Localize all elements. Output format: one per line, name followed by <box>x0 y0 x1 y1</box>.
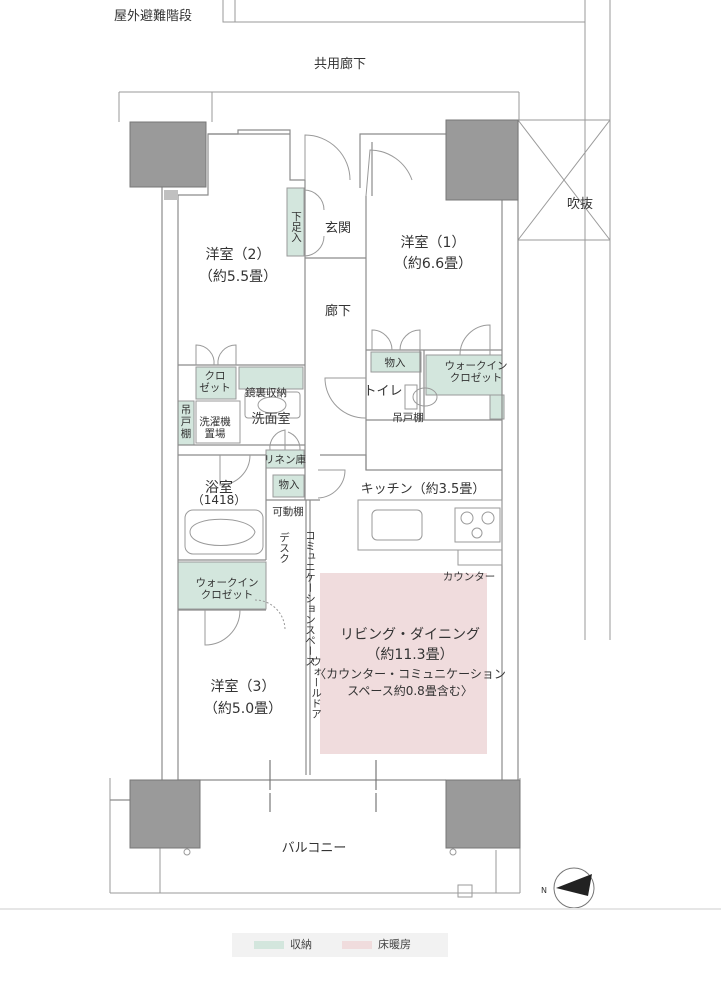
kitchen-label: キッチン（約3.5畳） <box>360 482 486 497</box>
walkin-closet2-label: ウォークイン クロゼット <box>195 577 259 601</box>
bathroom-size: （1418） <box>191 493 247 507</box>
void-label: 吹抜 <box>566 197 594 212</box>
washbasin <box>244 391 301 419</box>
shoe-doors <box>303 189 325 257</box>
walkin-closet1-fill <box>425 354 503 396</box>
hallway-label: 廊下 <box>324 304 352 319</box>
compass-icon <box>553 867 595 909</box>
shoe-storage-fill <box>286 187 305 257</box>
bathroom-name: 浴室 <box>205 480 233 496</box>
legend-storage-swatch <box>254 941 284 949</box>
closet-door <box>195 344 237 366</box>
room3-door <box>204 609 241 646</box>
toilet-label: トイレ <box>363 384 403 399</box>
floor-heating-zone <box>320 573 487 754</box>
kitchen-sink <box>371 509 423 541</box>
legend-heating-label: 床暖房 <box>378 938 411 951</box>
living-note1: 〈カウンター・コミュニケーション <box>314 667 506 681</box>
room3-size: （約5.0畳） <box>203 701 283 717</box>
storage2-fill <box>272 474 305 498</box>
toilet-fixture <box>404 384 418 410</box>
room1-size: （約6.6畳） <box>393 256 473 272</box>
toilet-door <box>324 377 367 419</box>
walkin-closet2-fill <box>177 561 267 610</box>
closet-fill <box>195 366 237 400</box>
room1-name: 洋室（1） <box>400 235 466 251</box>
room2-size: （約5.5畳） <box>198 269 278 285</box>
entrance-door <box>304 134 351 181</box>
linen-label: リネン庫 <box>264 454 306 466</box>
storage1-door <box>371 329 421 351</box>
room1-door <box>365 149 413 197</box>
bathtub <box>184 509 264 555</box>
living-size: （約11.3畳） <box>366 647 454 663</box>
walkin-closet1-label: ウォークイン クロゼット <box>444 360 508 384</box>
mirror-storage-label: 鏡裏収納 <box>245 387 287 399</box>
storage1-fill <box>370 351 422 373</box>
storage2-door <box>317 469 346 499</box>
washroom-door <box>269 429 301 451</box>
walkin-closet1-side <box>489 394 505 420</box>
column-bottom-right <box>445 779 521 849</box>
bath-door <box>219 454 251 486</box>
counter-label: カウンター <box>442 571 496 583</box>
washroom-label: 洗面室 <box>251 412 291 427</box>
wall-door-label: ウォールドア <box>310 656 322 719</box>
legend-heating-swatch <box>342 941 372 949</box>
column-top-left <box>129 121 207 188</box>
entrance-label: 玄関 <box>324 221 352 236</box>
living-name: リビング・ダイニング <box>340 627 480 643</box>
closet-label: クロ ゼット <box>199 370 231 394</box>
washer-space <box>195 400 241 444</box>
column-top-right <box>445 119 519 201</box>
common-corridor-label: 共用廊下 <box>313 57 367 72</box>
legend: 収納 床暖房 <box>232 933 448 957</box>
room2-name: 洋室（2） <box>205 247 271 263</box>
hanging-shelf2-label: 吊 戸 棚 <box>180 404 192 440</box>
balcony-label: バルコニー <box>281 841 347 856</box>
room3-name: 洋室（3） <box>210 679 276 695</box>
storage1-label: 物入 <box>384 357 406 369</box>
legend-storage-label: 収納 <box>290 938 312 951</box>
shoe-storage-label: 下足入 <box>290 211 302 243</box>
community-space-label: コミュニケーションスペース <box>304 530 316 667</box>
movable-shelf-label: 可動棚 <box>272 506 304 518</box>
desk-label: デスク <box>278 532 290 564</box>
mirror-storage-fill <box>238 366 304 390</box>
walkin1-door <box>459 324 491 356</box>
washer-space-label: 洗濯機 置場 <box>199 416 231 440</box>
column-bottom-left <box>129 779 201 849</box>
kitchen-stove <box>454 507 501 543</box>
walkin2-door <box>254 599 286 631</box>
living-note2: スペース約0.8畳含む〉 <box>347 684 473 698</box>
outdoor-stairs-label: 屋外避難階段 <box>114 9 193 24</box>
compass-north-label: N <box>541 886 547 895</box>
hanging-shelf1-label: 吊戸棚 <box>392 412 424 424</box>
floor-plan <box>0 0 721 910</box>
kitchen-counter <box>357 499 503 551</box>
storage2-label: 物入 <box>278 479 300 491</box>
